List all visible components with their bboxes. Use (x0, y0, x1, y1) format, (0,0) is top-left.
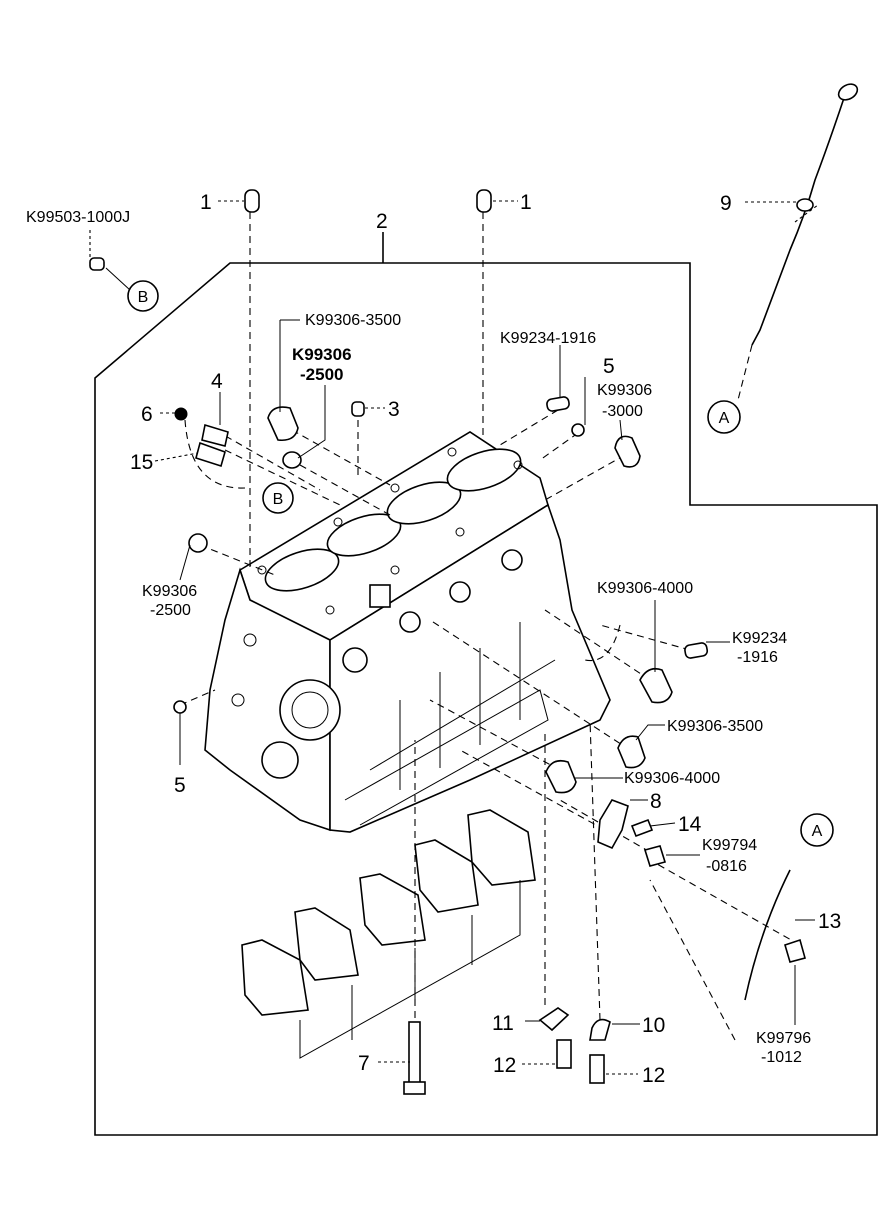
label-part-6: 6 (141, 403, 153, 426)
code-k99796-1012-b: -1012 (761, 1049, 802, 1066)
label-part-14: 14 (678, 813, 702, 836)
code-k99796-1012-a: K99796 (756, 1030, 811, 1047)
dipstick-tube-13 (744, 869, 791, 1001)
bolt-k99794-0816 (643, 845, 667, 867)
code-k99306-3000-a: K99306 (597, 382, 652, 399)
plug-k99306-2500-left (188, 533, 208, 553)
label-part-9: 9 (720, 192, 732, 215)
code-k99306-4000-lower: K99306-4000 (624, 770, 720, 787)
cylinder-block (204, 431, 611, 833)
sleeve-k99306-4000-lower (545, 759, 577, 794)
code-k99234-1916-right-b: -1916 (737, 649, 778, 666)
svg-text:A: A (812, 823, 823, 840)
svg-text:B: B (273, 491, 284, 508)
plug-k99306-2500-top (282, 451, 302, 469)
label-part-1-left: 1 (200, 191, 212, 214)
oil-jet-11 (538, 1007, 570, 1032)
code-k99306-2500-left-a: K99306 (142, 583, 197, 600)
plug-k99306-3000 (614, 435, 641, 468)
code-k99306-2500-top-b: -2500 (300, 365, 343, 384)
label-part-7: 7 (358, 1052, 370, 1075)
sleeve-k99306-3500-right (617, 735, 646, 769)
code-k99234-1916-right-a: K99234 (732, 630, 787, 647)
plug-1-right (476, 189, 492, 213)
label-part-11: 11 (492, 1012, 514, 1035)
marker-a-right: A (800, 813, 834, 847)
label-part-15: 15 (130, 451, 153, 474)
label-part-4: 4 (211, 370, 223, 393)
bracket-8 (597, 799, 629, 850)
bolt-12-right (589, 1054, 605, 1084)
sleeve-k99306-4000-upper (639, 667, 673, 704)
plug-5-top (571, 423, 585, 437)
plug-1-left (244, 189, 260, 213)
dipstick-9 (751, 83, 859, 346)
plug-5-left (173, 700, 187, 714)
pin-3 (351, 401, 365, 417)
label-part-5-left: 5 (174, 774, 186, 797)
bolt-14 (630, 818, 654, 838)
plug-6 (174, 407, 188, 421)
label-part-12-right: 12 (642, 1064, 665, 1087)
svg-text:B: B (138, 289, 149, 306)
label-part-13: 13 (818, 910, 841, 933)
code-k99306-3500-top: K99306-3500 (305, 312, 401, 329)
plug-k99503 (89, 257, 105, 271)
code-k99794-0816-b: -0816 (706, 858, 747, 875)
code-k99306-4000-upper: K99306-4000 (597, 580, 693, 597)
label-part-5-top: 5 (603, 355, 615, 378)
svg-text:A: A (719, 410, 730, 427)
code-k99306-3500-right: K99306-3500 (667, 718, 763, 735)
bolt-k99796-1012 (784, 938, 806, 963)
stud-15 (195, 441, 226, 468)
code-k99234-1916-top: K99234-1916 (500, 330, 596, 347)
label-part-1-right: 1 (520, 191, 532, 214)
code-k99306-3000-b: -3000 (602, 403, 643, 420)
marker-b-block: B (262, 482, 294, 514)
code-k99306-2500-left-b: -2500 (150, 602, 191, 619)
label-part-8: 8 (650, 790, 662, 813)
code-k99794-0816-a: K99794 (702, 837, 757, 854)
code-k99306-2500-top-a: K99306 (292, 345, 352, 364)
label-part-10: 10 (642, 1014, 665, 1037)
code-k99503-1000j: K99503-1000J (26, 209, 130, 226)
sleeve-k99306-3500-top (267, 406, 299, 442)
label-part-12-left: 12 (493, 1054, 516, 1077)
dowel-k99234-1916-right (684, 642, 709, 659)
bolt-12-left (556, 1039, 572, 1069)
label-part-2: 2 (376, 210, 388, 233)
label-part-3: 3 (388, 398, 400, 421)
oil-jet-10 (589, 1018, 611, 1041)
marker-b-top: B (127, 280, 159, 312)
main-bearing-caps (241, 809, 536, 1059)
stud-4 (201, 423, 229, 447)
assembly-frame (94, 262, 878, 1136)
marker-a-dipstick: A (707, 400, 741, 434)
dowel-k99234-1916-top (546, 396, 570, 412)
